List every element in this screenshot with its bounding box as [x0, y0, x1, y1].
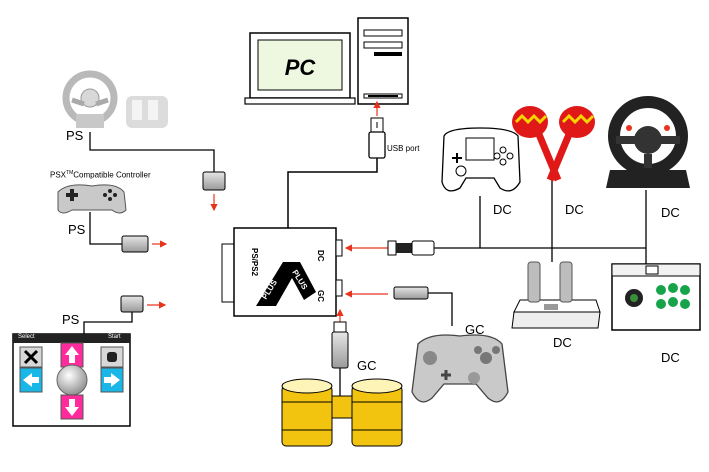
pc-monitor-icon — [244, 32, 356, 105]
gc-connector-icon — [331, 321, 349, 369]
maraca-stand-icon — [511, 261, 601, 329]
psx-controller-icon — [57, 184, 127, 214]
dancepad-start-label: Start — [108, 334, 121, 340]
gc-controller-icon — [411, 334, 509, 403]
gc-bongos-label: GC — [357, 358, 377, 373]
psx-caption: PSXTMCompatible Controller — [50, 170, 151, 180]
bongo-drums-icon — [281, 378, 403, 447]
gc-connector-icon — [393, 286, 429, 300]
dc-maraca-stand-label: DC — [553, 335, 572, 350]
dc-wheel-label: DC — [661, 205, 680, 220]
pc-tower-icon — [357, 17, 409, 105]
ps-dancepad-label: PS — [62, 312, 80, 327]
arcade-stick-icon — [611, 263, 701, 331]
ps-wheel-label: PS — [66, 128, 84, 143]
pc-label: PC — [284, 55, 316, 80]
dc-arcade-label: DC — [661, 350, 680, 365]
hub-label-ps: PS/PS2 — [250, 248, 259, 277]
dc-steering-wheel-icon — [606, 96, 690, 188]
psx-caption-tm: TM — [66, 170, 74, 176]
ps-connector-icon — [121, 235, 149, 253]
usb-plug-icon — [368, 117, 386, 159]
gc-controller-label: GC — [465, 322, 485, 337]
ps-connector-icon — [120, 295, 144, 313]
psx-caption-rest: Compatible Controller — [73, 170, 151, 180]
dc-controller-label: DC — [493, 202, 512, 217]
dancepad-select-label: Select — [18, 334, 35, 340]
dc-maracas-label: DC — [565, 202, 584, 217]
usb-port-label: USB port — [387, 144, 420, 153]
psx-caption-prefix: PSX — [50, 170, 67, 180]
hub-label-dc: DC — [316, 250, 325, 262]
dc-connector-icon — [387, 240, 435, 256]
adapter-hub — [221, 227, 343, 317]
dc-controller-icon — [441, 127, 521, 192]
ps-controller-label: PS — [68, 222, 86, 237]
maracas-icon — [512, 106, 595, 182]
ps-steering-wheel-icon — [62, 70, 168, 128]
hub-label-gc: GC — [316, 290, 325, 302]
ps-connector-icon — [202, 171, 226, 191]
dance-pad-icon — [12, 333, 131, 427]
